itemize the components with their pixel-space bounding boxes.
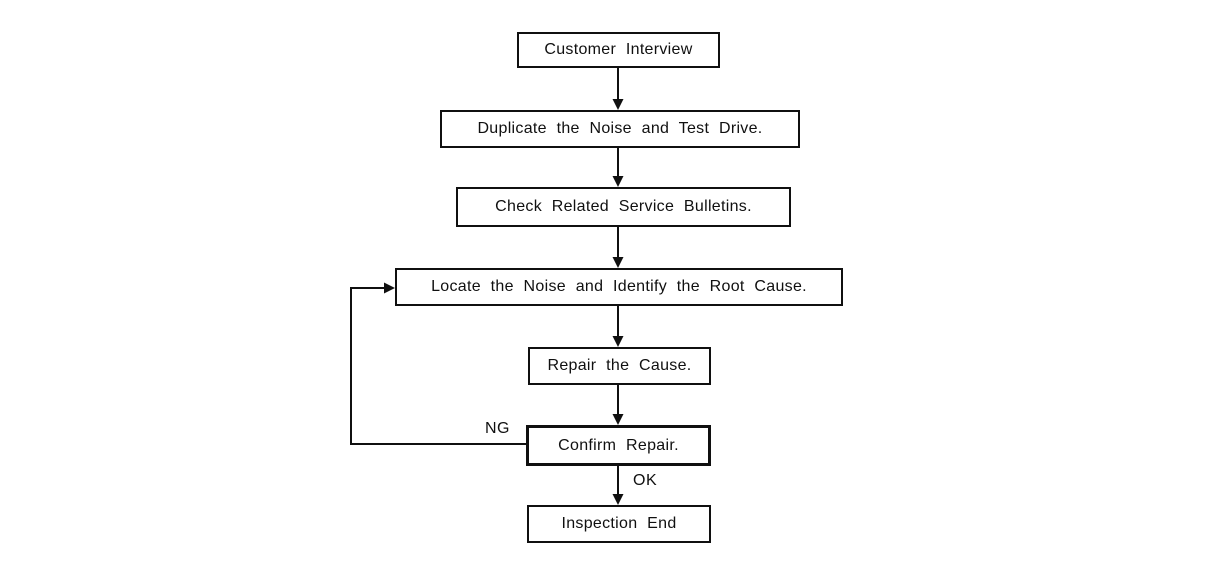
- edge-label-ok: OK: [633, 472, 658, 490]
- node-locate-noise: Locate the Noise and Identify the Root C…: [395, 268, 843, 306]
- arrowhead-icon: [612, 176, 624, 187]
- node-confirm-repair: Confirm Repair.: [526, 425, 711, 466]
- node-duplicate-noise: Duplicate the Noise and Test Drive.: [440, 110, 800, 148]
- arrowhead-icon: [612, 336, 624, 347]
- arrowhead-icon: [612, 99, 624, 110]
- arrowhead-icon: [384, 282, 395, 294]
- node-check-bulletins: Check Related Service Bulletins.: [456, 187, 791, 227]
- arrowhead-icon: [612, 414, 624, 425]
- node-inspection-end: Inspection End: [527, 505, 711, 543]
- arrowhead-icon: [612, 257, 624, 268]
- edge-label-ng: NG: [485, 420, 510, 438]
- node-repair-cause: Repair the Cause.: [528, 347, 711, 385]
- arrowhead-icon: [612, 494, 624, 505]
- edge-ng-feedback: [350, 287, 526, 445]
- node-customer-interview: Customer Interview: [517, 32, 720, 68]
